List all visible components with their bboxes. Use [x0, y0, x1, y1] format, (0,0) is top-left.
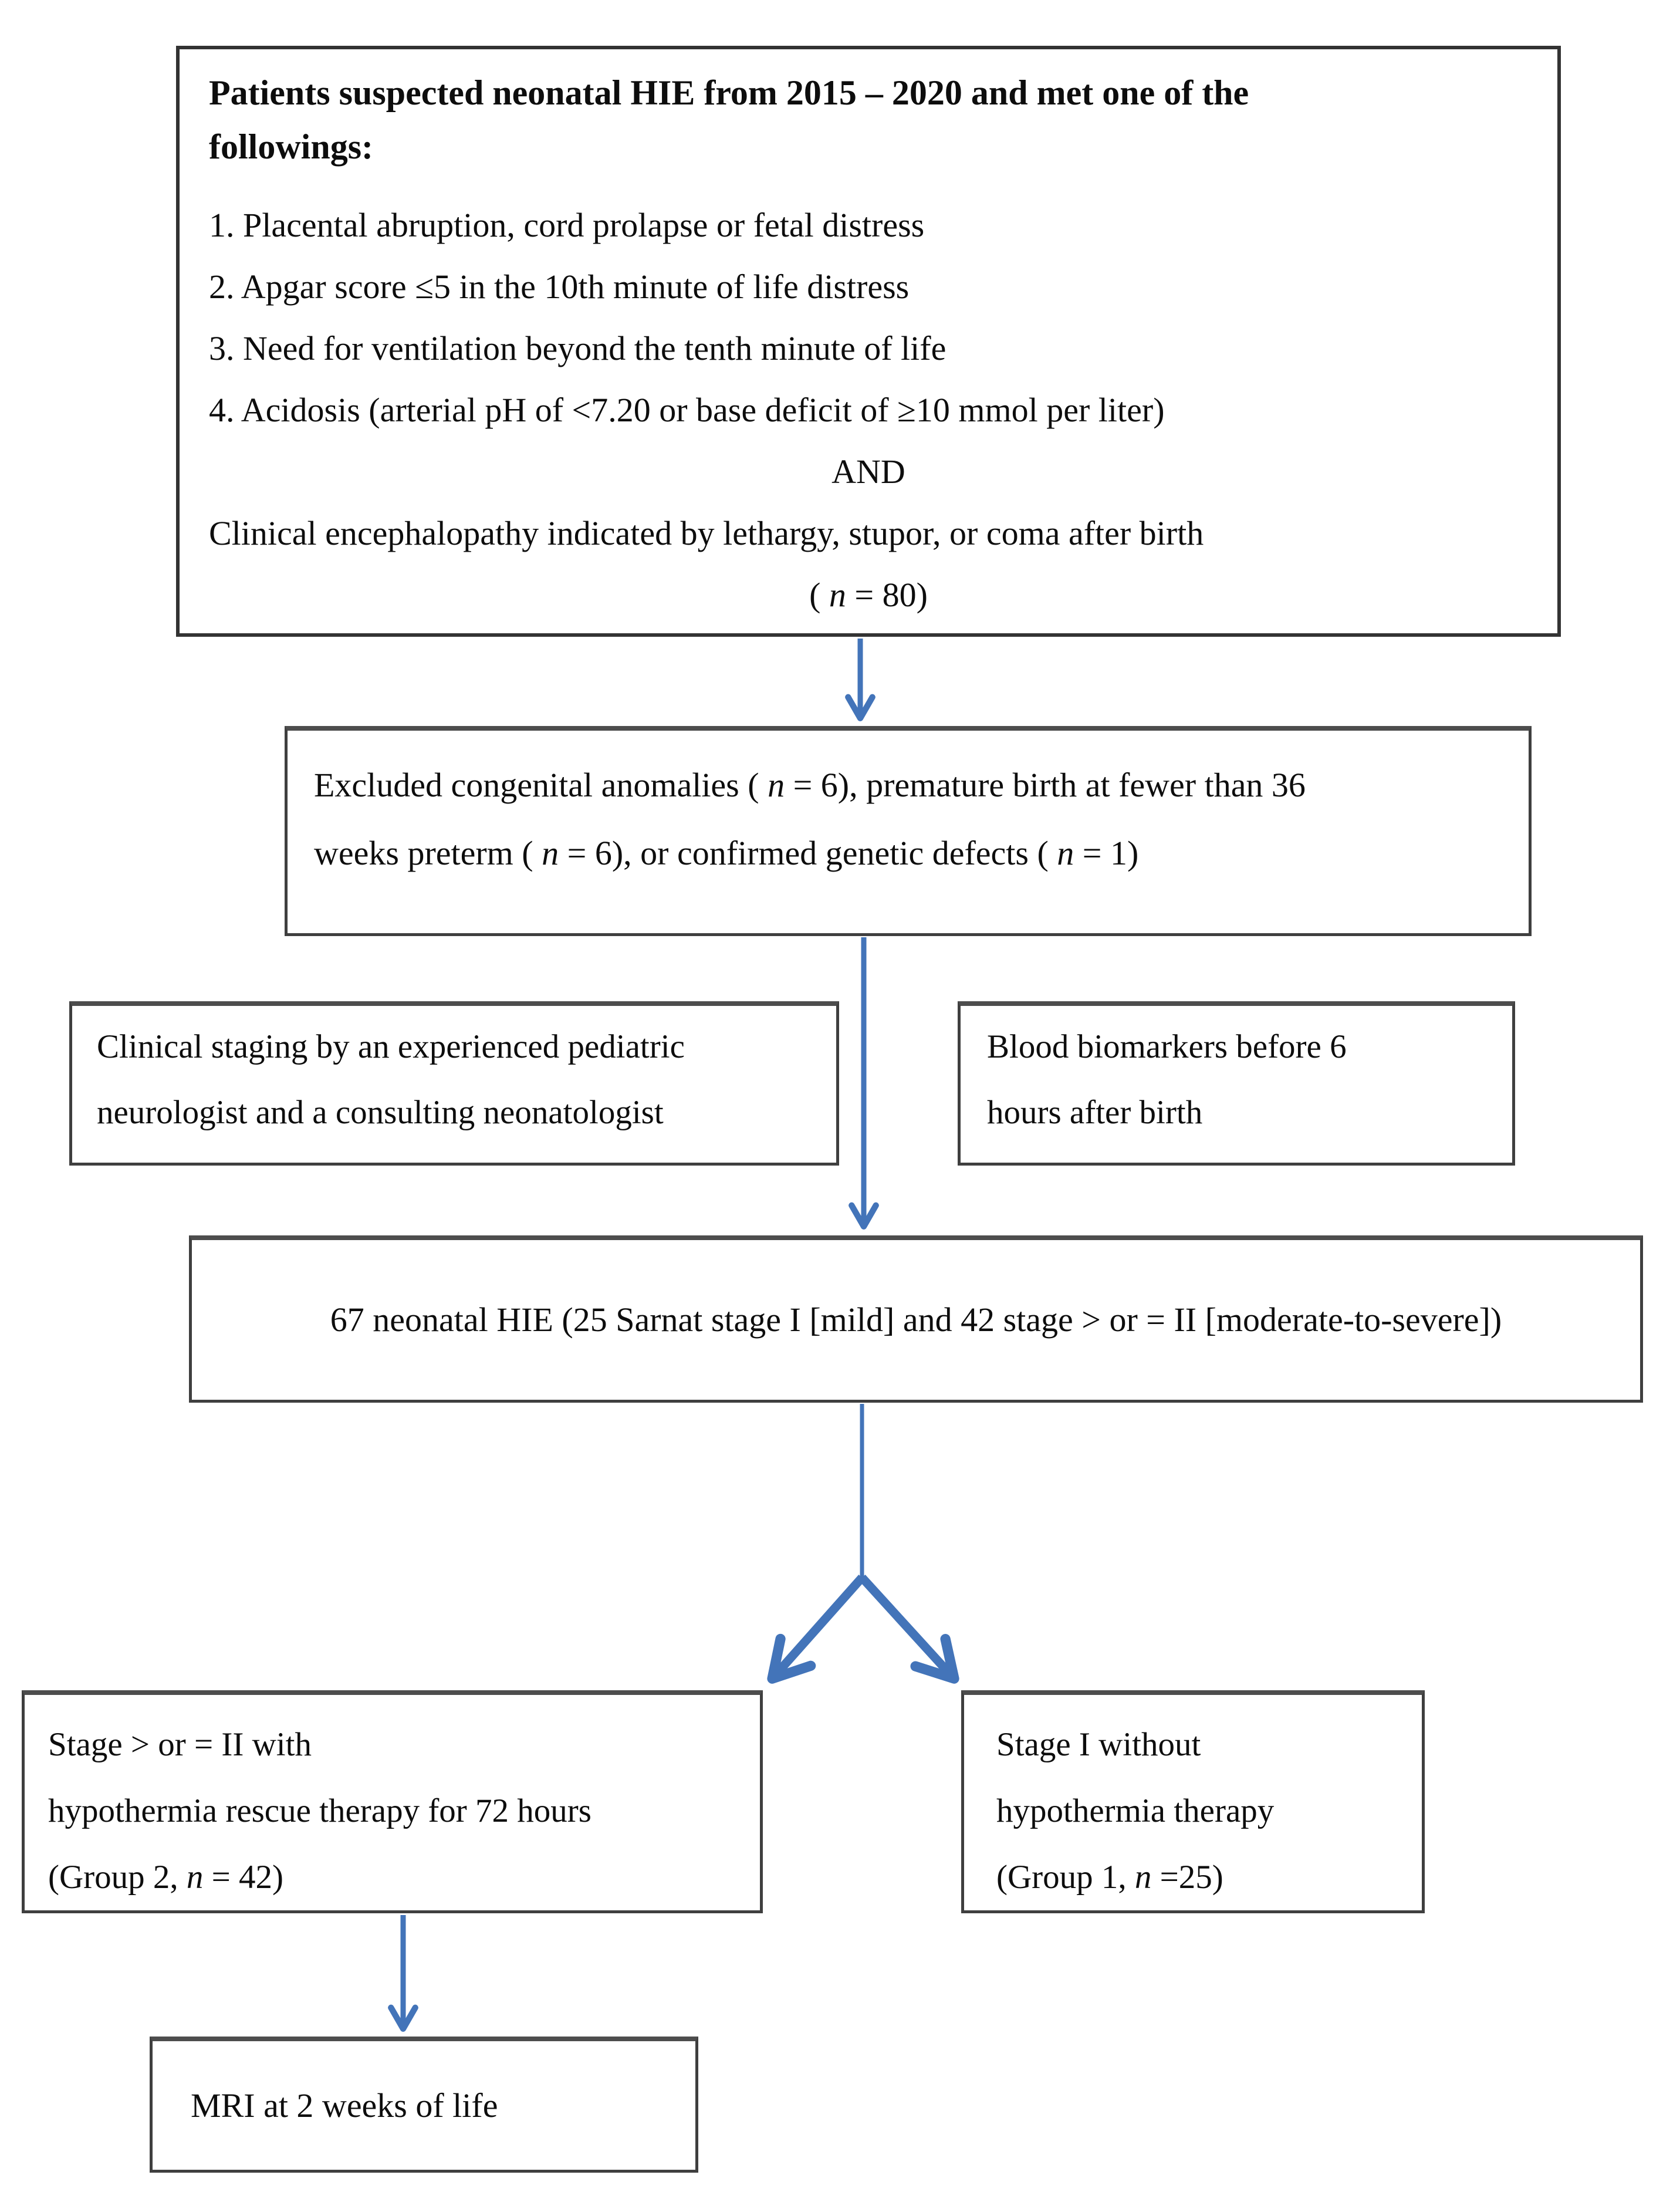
biomarkers-line-2: hours after birth	[987, 1094, 1203, 1131]
group2-line-2: hypothermia rescue therapy for 72 hours	[48, 1792, 591, 1829]
group1-line-2: hypothermia therapy	[996, 1792, 1275, 1829]
excluded-box: Excluded congenital anomalies ( n = 6), …	[285, 726, 1532, 936]
criteria-count: ( n = 80)	[809, 576, 928, 614]
hie-box: 67 neonatal HIE (25 Sarnat stage I [mild…	[189, 1235, 1643, 1403]
group1-line-3: (Group 1, n =25)	[996, 1859, 1223, 1896]
criteria-item-1: 1. Placental abruption, cord prolapse or…	[209, 206, 925, 244]
criteria-item-3: 3. Need for ventilation beyond the tenth…	[209, 329, 947, 367]
criteria-item-4: 4. Acidosis (arterial pH of <7.20 or bas…	[209, 391, 1165, 429]
excluded-line-2: weeks preterm ( n = 6), or confirmed gen…	[314, 834, 1139, 872]
group2-box: Stage > or = II with hypothermia rescue …	[22, 1690, 763, 1913]
group1-box: Stage I without hypothermia therapy (Gro…	[961, 1690, 1425, 1913]
arrow-hie-to-group2-icon	[767, 1575, 866, 1684]
arrow-hie-to-group1-icon	[858, 1574, 959, 1684]
mri-box: MRI at 2 weeks of life	[150, 2037, 698, 2173]
criteria-item-2: 2. Apgar score ≤5 in the 10th minute of …	[209, 268, 910, 306]
group1-line-1: Stage I without	[996, 1726, 1201, 1763]
criteria-title-line-1: Patients suspected neonatal HIE from 201…	[209, 73, 1249, 112]
clinical-staging-box: Clinical staging by an experienced pedia…	[69, 1001, 839, 1166]
biomarkers-box: Blood biomarkers before 6 hours after bi…	[958, 1001, 1515, 1166]
criteria-conjunction: AND	[831, 452, 905, 491]
criteria-box: Patients suspected neonatal HIE from 201…	[176, 46, 1561, 637]
hie-text: 67 neonatal HIE (25 Sarnat stage I [mild…	[330, 1301, 1502, 1339]
criteria-title-line-2: followings:	[209, 127, 374, 166]
mri-text: MRI at 2 weeks of life	[191, 2086, 498, 2125]
criteria-encephalopathy-line: Clinical encephalopathy indicated by let…	[209, 514, 1204, 552]
group2-line-1: Stage > or = II with	[48, 1726, 312, 1763]
excluded-line-1: Excluded congenital anomalies ( n = 6), …	[314, 766, 1306, 804]
staging-line-1: Clinical staging by an experienced pedia…	[97, 1028, 685, 1065]
group2-line-3: (Group 2, n = 42)	[48, 1859, 284, 1896]
staging-line-2: neurologist and a consulting neonatologi…	[97, 1094, 664, 1131]
biomarkers-line-1: Blood biomarkers before 6	[987, 1028, 1347, 1065]
